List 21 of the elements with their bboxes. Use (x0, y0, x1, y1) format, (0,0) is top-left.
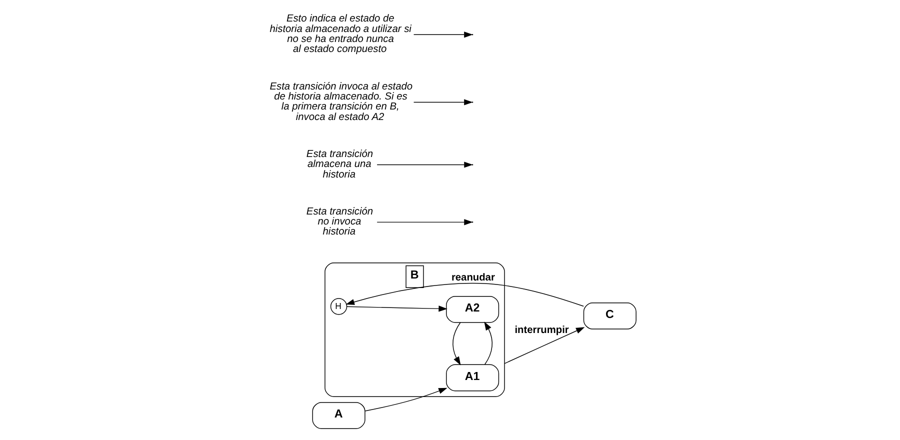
arrow (452, 322, 461, 366)
arrow (413, 32, 473, 38)
node-circle: H (330, 298, 348, 315)
node-box: C (583, 302, 636, 330)
edge-label: reanudar (451, 272, 495, 284)
arrow (484, 322, 493, 365)
node-text: Esta transición almacena una historia (306, 148, 374, 180)
arrow (413, 99, 473, 106)
node-text: Esta transición no invoca historia (306, 206, 374, 238)
node-box: A2 (446, 296, 500, 323)
node-box: A (312, 402, 366, 429)
arrow (376, 162, 473, 168)
node-text: Esto indica el estado de historia almacenado a utilizar si no se ha entrado nunca al estado compuesto (270, 14, 412, 56)
arrow (364, 388, 448, 412)
node-text: Esta transición invoca al estado de historia almacenado. Si es la primera transición en B, invoca al estado A2 (270, 81, 413, 123)
arrow (504, 327, 585, 364)
arrow (346, 306, 448, 312)
arrow (376, 219, 473, 226)
edge-label: interrumpir (514, 324, 569, 336)
arrow (346, 282, 584, 307)
node-box: A1 (446, 364, 500, 392)
